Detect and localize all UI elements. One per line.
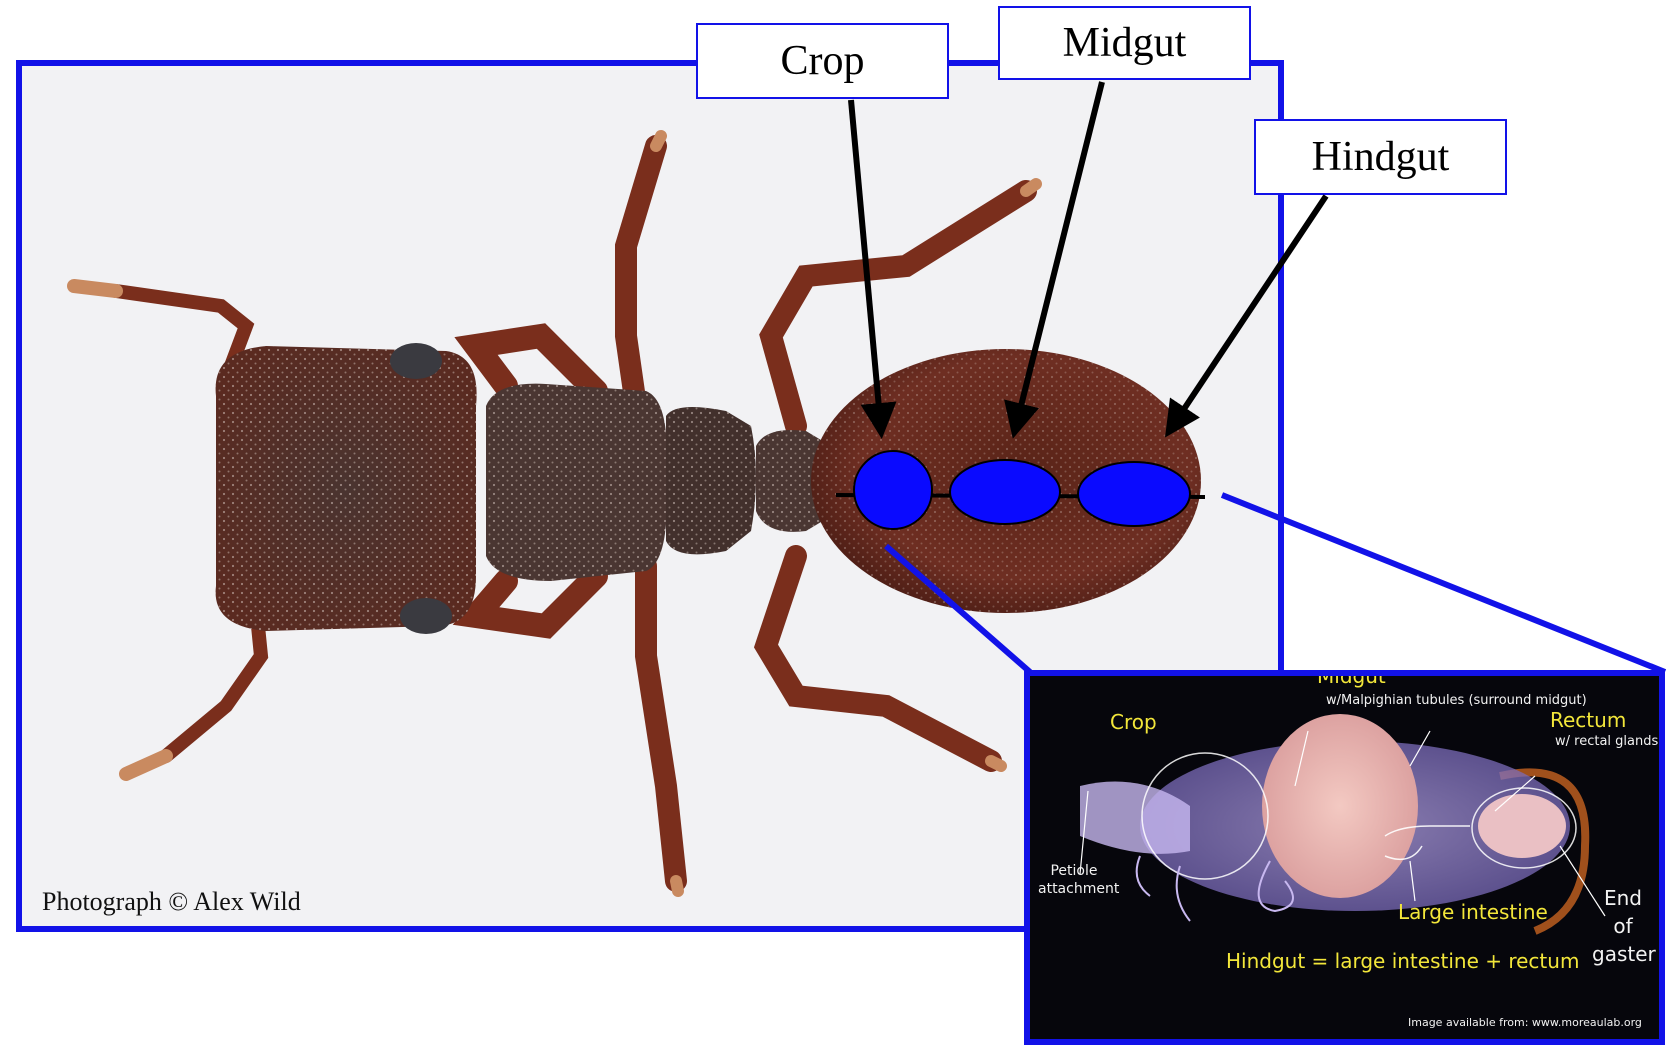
inset-crop-label: Crop	[1110, 710, 1157, 734]
hindgut-callout: Hindgut	[1254, 119, 1507, 195]
inset-source-credit: Image available from: www.moreaulab.org	[1408, 1016, 1642, 1029]
inset-rectum-note: w/ rectal glands	[1555, 734, 1658, 749]
inset-large-intestine-label: Large intestine	[1398, 900, 1548, 924]
crop-callout: Crop	[696, 23, 949, 99]
inset-midgut-label: Midgut	[1317, 670, 1386, 688]
inset-hindgut-equation: Hindgut = large intestine + rectum	[1226, 949, 1579, 973]
inset-rectum-label: Rectum	[1550, 708, 1626, 732]
photo-credit: Photograph © Alex Wild	[42, 887, 301, 917]
inset-end-of-gaster-label: End of gaster	[1592, 884, 1654, 968]
midgut-callout: Midgut	[998, 6, 1251, 80]
dissection-inset: Crop Midgut w/Malpighian tubules (surrou…	[1024, 670, 1665, 1045]
inset-midgut-note: w/Malpighian tubules (surround midgut)	[1326, 693, 1587, 708]
inset-petiole-label: Petiole attachment	[1038, 862, 1110, 898]
zoom-line-right	[1222, 495, 1665, 672]
